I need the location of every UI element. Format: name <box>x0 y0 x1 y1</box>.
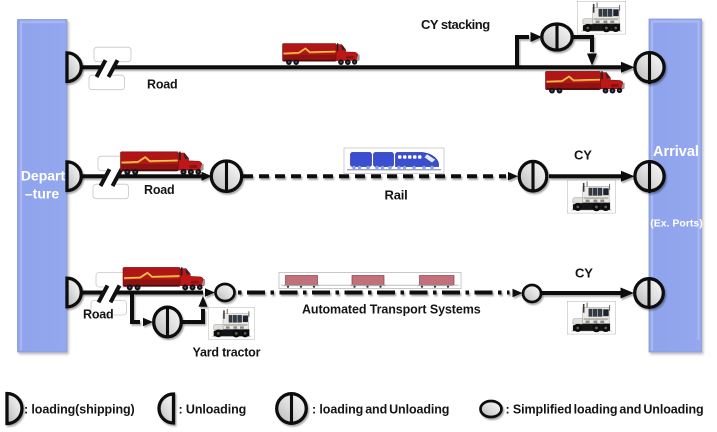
svg-text:CY: CY <box>575 266 593 281</box>
svg-text:Depart: Depart <box>21 168 66 184</box>
svg-text:–ture: –ture <box>25 186 59 202</box>
svg-text:Road: Road <box>144 183 174 197</box>
svg-text:Yard tractor: Yard tractor <box>193 346 261 360</box>
svg-text:(Ex. Ports): (Ex. Ports) <box>650 218 703 230</box>
svg-text:Road: Road <box>147 78 177 92</box>
svg-text:Rail: Rail <box>385 188 408 203</box>
svg-text:Arrival: Arrival <box>653 144 699 160</box>
svg-text:CY stacking: CY stacking <box>421 17 490 32</box>
svg-text:CY: CY <box>574 148 592 163</box>
svg-text:: Unloading: : Unloading <box>179 403 247 417</box>
svg-text:Road: Road <box>83 308 113 322</box>
svg-text:Automated Transport Systems: Automated Transport Systems <box>302 303 481 317</box>
svg-text:: loading(shipping): : loading(shipping) <box>24 403 135 417</box>
